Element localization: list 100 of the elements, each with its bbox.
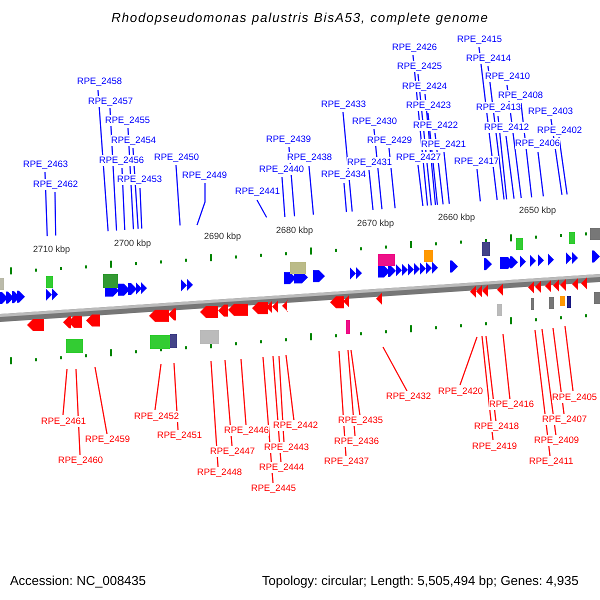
gene-label: RPE_2405 [552, 392, 597, 403]
gene-label: RPE_2439 [266, 134, 311, 145]
leader-line [281, 176, 286, 218]
scale-label: 2710 kbp [33, 243, 70, 256]
gene-label: RPE_2410 [485, 71, 530, 82]
gene-label: RPE_2417 [454, 156, 499, 167]
gene-label: RPE_2441 [235, 186, 280, 197]
leader-line [343, 182, 348, 212]
gene-label: RPE_2442 [273, 420, 318, 431]
gene-label: RPE_2450 [154, 152, 199, 163]
gene-label: RPE_2461 [41, 416, 86, 427]
leader-line [382, 346, 408, 392]
leader-line [368, 170, 374, 210]
leader-line [537, 152, 544, 196]
leader-line [256, 200, 268, 218]
leader-line [75, 368, 81, 456]
scale-label: 2660 kbp [438, 210, 476, 223]
gene-label: RPE_2448 [197, 467, 242, 478]
title: Rhodopseudomonas palustris BisA53, complete genome [110, 10, 490, 25]
scale-label: 2680 kbp [276, 224, 314, 236]
leader-line [285, 354, 295, 422]
gene-label: RPE_2407 [542, 414, 587, 425]
gene-label: RPE_2420 [438, 386, 483, 397]
leader-line [459, 336, 478, 386]
leader-line [154, 364, 162, 410]
gene-label: RPE_2444 [259, 462, 304, 473]
gene-label: RPE_2445 [251, 483, 296, 494]
gene-label: RPE_2418 [474, 421, 519, 432]
leader-line [240, 358, 247, 426]
gene-label: RPE_2429 [367, 135, 412, 146]
leader-line [94, 366, 108, 434]
gene-label: RPE_2440 [259, 164, 304, 175]
leader-line [278, 356, 285, 444]
gene-label: RPE_2459 [85, 434, 130, 445]
gene-label: RPE_2423 [406, 100, 451, 111]
gene-label: RPE_2416 [489, 399, 534, 410]
leader-line [558, 136, 568, 194]
gene-label: RPE_2422 [413, 120, 458, 131]
leader-line [62, 368, 68, 416]
gene-label: RPE_2438 [287, 152, 332, 163]
scale-label: 2700 kbp [114, 236, 152, 249]
leader-line [564, 326, 574, 392]
gene-label: RPE_2411 [529, 456, 574, 467]
leader-line [175, 164, 181, 226]
scale-label: 2670 kbp [357, 217, 394, 230]
gene-label: RPE_2403 [528, 106, 573, 117]
leader-line [196, 183, 206, 226]
leader-line [210, 360, 219, 468]
gene-label: RPE_2458 [77, 76, 122, 87]
leader-line [224, 360, 233, 446]
gene-label: RPE_2434 [321, 169, 366, 180]
leader-line [485, 336, 497, 422]
gene-label: RPE_2425 [397, 61, 442, 72]
gene-label: RPE_2457 [88, 96, 133, 107]
leader-line [308, 166, 314, 215]
gene-label: RPE_2427 [396, 152, 441, 163]
gene-label: RPE_2454 [111, 135, 156, 146]
gene-label: RPE_2426 [392, 42, 437, 53]
gene-label: RPE_2424 [402, 81, 447, 92]
gene-label: RPE_2415 [457, 34, 502, 45]
gene-label: RPE_2431 [347, 157, 392, 168]
gene-label: RPE_2462 [33, 179, 78, 190]
gene-label: RPE_2419 [472, 441, 517, 452]
leader-line [417, 164, 424, 206]
gene-label: RPE_2437 [324, 456, 369, 467]
leader-line [552, 328, 565, 414]
gene-label: RPE_2456 [99, 155, 144, 166]
leader-line [476, 168, 481, 202]
gene-label: RPE_2443 [264, 442, 309, 453]
gene-label: RPE_2413 [476, 102, 521, 113]
gene-label: RPE_2412 [484, 122, 529, 133]
gene-label: RPE_2453 [117, 174, 162, 185]
gene-label: RPE_2455 [105, 115, 150, 126]
gene-label: RPE_2451 [157, 430, 202, 441]
scale-label: 2690 kbp [204, 230, 242, 242]
gene-label: RPE_2435 [338, 415, 383, 426]
leader-line [505, 136, 515, 199]
gene-label: RPE_2402 [537, 125, 582, 136]
gene-label: RPE_2447 [210, 446, 255, 457]
leader-line [443, 152, 450, 204]
leader-line [502, 334, 511, 400]
leader-line [497, 116, 508, 200]
gene-label: RPE_2408 [498, 90, 543, 101]
gene-label: RPE_2432 [386, 391, 431, 402]
leader-line [350, 350, 361, 416]
genome-info-label: Topology: circular; Length: 5,505,494 bp; Genes: 4,935 [262, 575, 579, 587]
gene-label: RPE_2446 [224, 425, 269, 436]
gene-label: RPE_2433 [321, 99, 366, 110]
leader-line [541, 328, 557, 436]
gene-label: RPE_2436 [334, 436, 379, 447]
gene-label: RPE_2406 [515, 138, 560, 149]
leader-line [54, 192, 56, 236]
gene-label: RPE_2449 [182, 170, 227, 181]
leader-line [481, 336, 494, 440]
leader-line [347, 350, 356, 436]
gene-label: RPE_2414 [466, 53, 511, 64]
gene-label: RPE_2460 [58, 455, 103, 466]
gene-label: RPE_2421 [421, 139, 466, 150]
gene-label: RPE_2452 [134, 411, 179, 422]
gene-label: RPE_2430 [352, 116, 397, 127]
